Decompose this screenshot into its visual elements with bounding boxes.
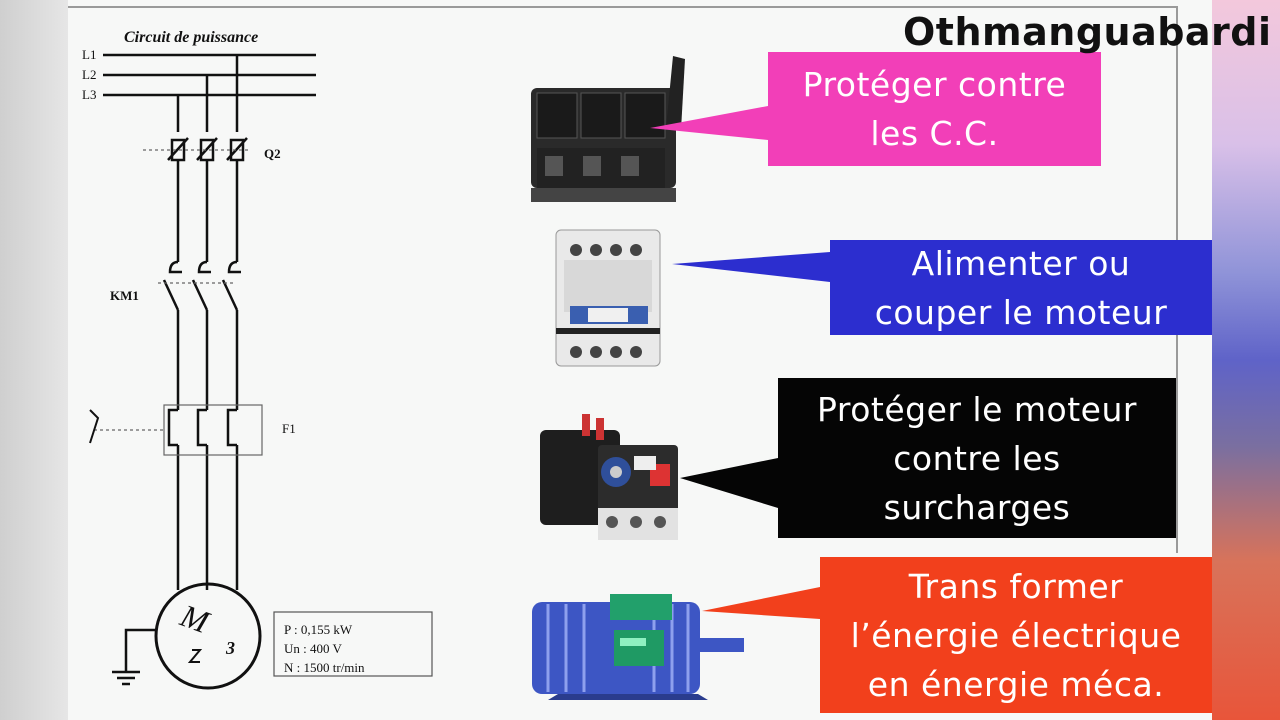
callout-short-circuit-bubble — [598, 52, 1101, 166]
fuse-disconnector-image — [531, 56, 685, 202]
callout-overload-text: Protéger le moteur contre les surcharges — [817, 389, 1137, 527]
contactor-label: KM1 — [110, 288, 139, 303]
mechanical-links — [94, 149, 248, 431]
motor-spec-box — [273, 611, 433, 677]
spec-voltage: Un : 400 V — [284, 641, 343, 656]
thermal-relay-image — [540, 414, 678, 540]
contactor-image — [555, 229, 661, 367]
callout-motor-power-text: Alimenter ou couper le moteur — [874, 243, 1168, 332]
breaker-label: Q2 — [264, 146, 281, 161]
slide: Circuit de puissance L1 L2 L3 — [68, 0, 1212, 720]
callout-overload-bubble — [680, 378, 1176, 538]
schematic-title: Circuit de puissance — [124, 29, 258, 46]
relay-control-mark — [89, 409, 100, 444]
spec-power: P : 0,155 kW — [284, 622, 353, 637]
electric-motor-image — [532, 594, 744, 700]
callout-overload: Protéger le moteur contre les surcharges — [680, 378, 1176, 538]
callout-transform-bubble — [702, 557, 1212, 713]
line-label-l1: L1 — [82, 47, 96, 62]
callout-transform-text: Trans former l’énergie électrique en éne… — [850, 566, 1182, 704]
left-blur-border — [0, 0, 68, 720]
channel-watermark: Othmanguabardi — [903, 10, 1272, 54]
power-circuit-schematic: Circuit de puissance L1 L2 L3 — [82, 29, 433, 690]
line-label-l3: L3 — [82, 87, 96, 102]
line-label-l2: L2 — [82, 67, 96, 82]
relay-label: F1 — [282, 421, 296, 436]
callout-motor-power-bubble — [672, 240, 1212, 335]
motor-phase: 3 — [225, 638, 235, 658]
callout-short-circuit: Protéger contre les C.C. — [598, 52, 1101, 166]
spec-speed: N : 1500 tr/min — [284, 660, 365, 675]
right-blur-border — [1212, 0, 1280, 720]
supply-lines — [103, 53, 316, 97]
callout-transform: Trans former l’énergie électrique en éne… — [702, 557, 1212, 713]
callout-short-circuit-text: Protéger contre les C.C. — [802, 65, 1067, 153]
phase-conductors — [112, 55, 262, 690]
motor-symbol: M — [175, 597, 216, 641]
motor-ac-mark — [187, 649, 203, 663]
callout-motor-power: Alimenter ou couper le moteur — [672, 240, 1212, 335]
thermal-relay-box — [163, 404, 263, 456]
